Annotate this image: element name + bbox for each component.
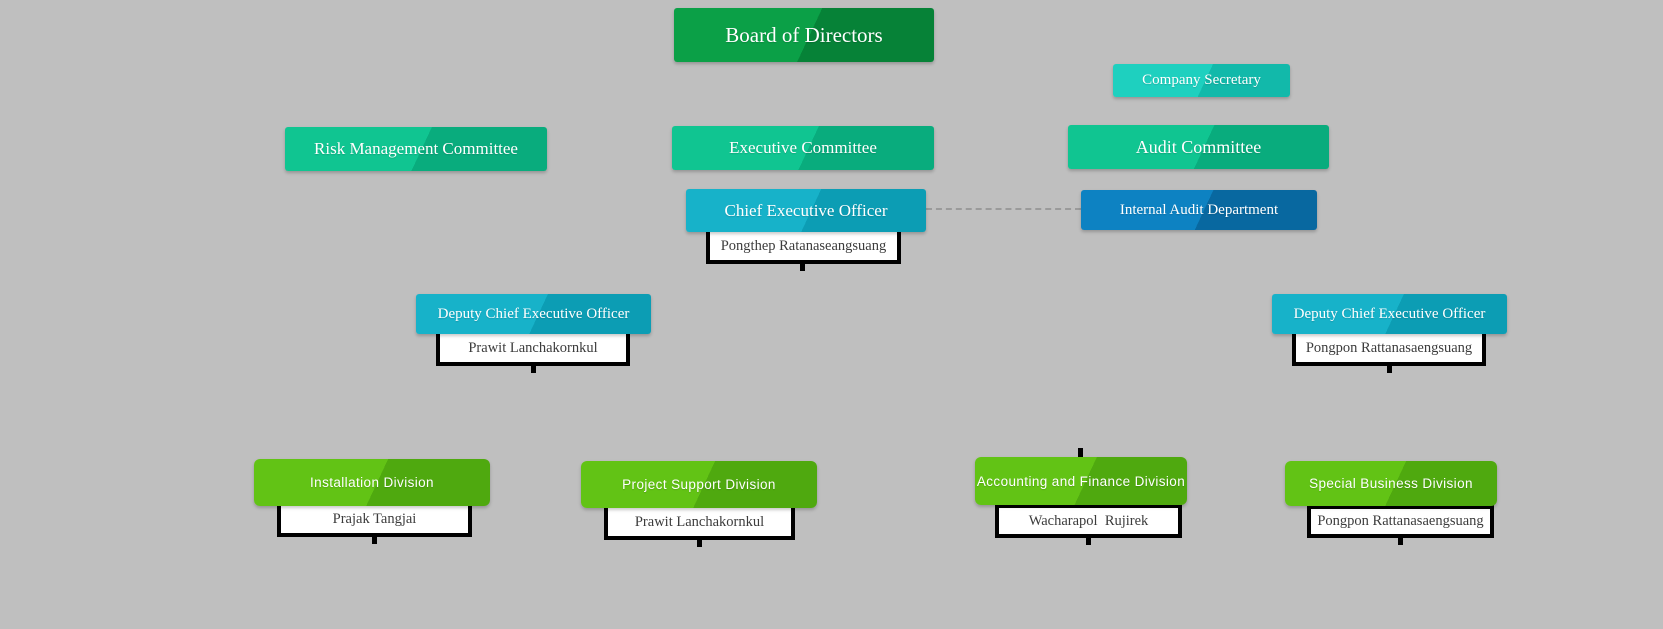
deputy-ceo-right-name: Pongpon Rattanasaengsuang	[1305, 339, 1473, 356]
special-business-division-box: Special Business Division	[1285, 461, 1497, 506]
deputy-ceo-right-connector-stub	[1387, 364, 1392, 373]
project-support-division-connector-stub	[697, 538, 702, 547]
project-support-division-label: Project Support Division	[622, 477, 776, 492]
accounting-division-top-connector-stub	[1078, 448, 1083, 457]
ceo-name: Pongthep Ratanaseangsuang	[720, 237, 887, 254]
deputy-ceo-left-connector-stub	[531, 364, 536, 373]
accounting-finance-division-name-plate: Wacharapol Rujirek	[995, 504, 1182, 538]
company-secretary-box: Company Secretary	[1113, 64, 1290, 97]
executive-committee-box: Executive Committee	[672, 126, 934, 170]
project-support-division-box: Project Support Division	[581, 461, 817, 508]
board-of-directors-label: Board of Directors	[725, 22, 883, 47]
audit-committee-box: Audit Committee	[1068, 125, 1329, 169]
deputy-ceo-left-name-plate: Prawit Lanchakornkul	[436, 330, 630, 366]
accounting-finance-division-name: Wacharapol Rujirek	[1028, 512, 1149, 529]
deputy-ceo-left-title: Deputy Chief Executive Officer	[437, 305, 630, 322]
internal-audit-department-label: Internal Audit Department	[1119, 201, 1279, 218]
ceo-internal-audit-dashed-connector	[926, 208, 1081, 210]
installation-division-name-plate: Prajak Tangjai	[277, 502, 472, 537]
installation-division-connector-stub	[372, 535, 377, 544]
ceo-title-label: Chief Executive Officer	[724, 200, 888, 220]
installation-division-label: Installation Division	[310, 475, 434, 490]
ceo-name-plate: Pongthep Ratanaseangsuang	[706, 228, 901, 264]
special-business-division-connector-stub	[1398, 536, 1403, 545]
audit-committee-label: Audit Committee	[1135, 136, 1262, 157]
deputy-ceo-left-name: Prawit Lanchakornkul	[468, 339, 598, 356]
ceo-box: Chief Executive Officer	[686, 189, 926, 232]
accounting-finance-division-connector-stub	[1086, 536, 1091, 545]
project-support-division-name: Prawit Lanchakornkul	[634, 513, 765, 530]
special-business-division-name: Pongpon Rattanasaengsuang	[1317, 513, 1484, 529]
installation-division-name: Prajak Tangjai	[332, 511, 417, 527]
deputy-ceo-right-name-plate: Pongpon Rattanasaengsuang	[1292, 330, 1486, 366]
internal-audit-department-box: Internal Audit Department	[1081, 190, 1317, 230]
project-support-division-name-plate: Prawit Lanchakornkul	[604, 504, 795, 540]
executive-committee-label: Executive Committee	[729, 138, 877, 157]
special-business-division-name-plate: Pongpon Rattanasaengsuang	[1307, 505, 1494, 538]
risk-management-committee-label: Risk Management Committee	[314, 139, 518, 158]
accounting-finance-division-label: Accounting and Finance Division	[976, 473, 1186, 489]
ceo-connector-stub	[800, 262, 805, 271]
accounting-finance-division-box: Accounting and Finance Division	[975, 457, 1187, 505]
installation-division-box: Installation Division	[254, 459, 490, 506]
board-of-directors-box: Board of Directors	[674, 8, 934, 62]
deputy-ceo-left-box: Deputy Chief Executive Officer	[416, 294, 651, 334]
deputy-ceo-right-box: Deputy Chief Executive Officer	[1272, 294, 1507, 334]
deputy-ceo-right-title: Deputy Chief Executive Officer	[1293, 305, 1486, 322]
risk-management-committee-box: Risk Management Committee	[285, 127, 547, 171]
special-business-division-label: Special Business Division	[1309, 476, 1473, 491]
company-secretary-label: Company Secretary	[1142, 72, 1261, 88]
